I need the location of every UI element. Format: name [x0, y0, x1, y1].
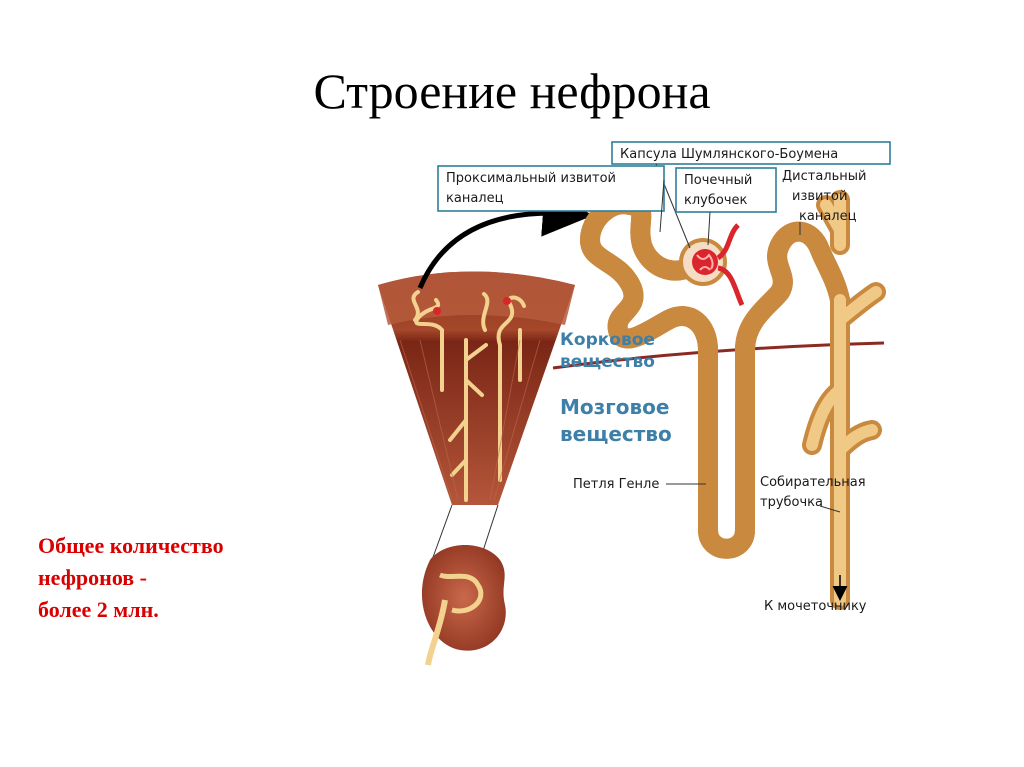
svg-text:вещество: вещество	[560, 352, 655, 372]
svg-text:каналец: каналец	[799, 209, 857, 224]
svg-text:Почечный: Почечный	[684, 173, 752, 188]
page-title: Строение нефрона	[313, 63, 711, 119]
svg-text:Мозговое: Мозговое	[560, 395, 669, 419]
svg-text:каналец: каналец	[446, 191, 504, 206]
label-collecting-duct: Собирательная трубочка	[760, 475, 866, 510]
label-medulla: Мозговое вещество	[560, 395, 672, 446]
label-cortex: Корковое вещество	[560, 330, 655, 372]
label-proximal-tubule: Проксимальный извитой каналец	[437, 165, 665, 212]
svg-text:Проксимальный извитой: Проксимальный извитой	[446, 171, 616, 186]
note-line-2: нефронов -	[38, 565, 148, 590]
note-line-1: Общее количество	[38, 533, 224, 558]
svg-text:Дистальный: Дистальный	[782, 169, 866, 184]
label-distal-tubule: Дистальный извитой каналец	[782, 169, 866, 224]
label-ureter: К мочеточнику	[764, 599, 867, 614]
zoom-arrow	[417, 186, 593, 289]
nephron-count-note: Общее количество нефронов - более 2 млн.	[38, 530, 224, 626]
label-henle-loop: Петля Генле	[573, 477, 659, 492]
label-capsule: Капсула Шумлянского-Боумена	[611, 141, 891, 165]
svg-text:извитой: извитой	[792, 189, 847, 204]
svg-text:трубочка: трубочка	[760, 495, 823, 510]
glomerulus-icon	[679, 223, 745, 307]
svg-text:вещество: вещество	[560, 422, 672, 446]
svg-text:Капсула Шумлянского-Боумена: Капсула Шумлянского-Боумена	[620, 147, 838, 162]
svg-text:Собирательная: Собирательная	[760, 475, 866, 490]
svg-text:Корковое: Корковое	[560, 330, 655, 350]
label-glomerulus: Почечный клубочек	[675, 167, 777, 213]
kidney-icon	[421, 545, 506, 666]
svg-text:клубочек: клубочек	[684, 193, 748, 208]
kidney-wedge-section	[378, 271, 575, 505]
svg-text:Петля Генле: Петля Генле	[573, 477, 659, 492]
svg-text:К мочеточнику: К мочеточнику	[764, 599, 867, 614]
note-line-3: более 2 млн.	[38, 597, 159, 622]
